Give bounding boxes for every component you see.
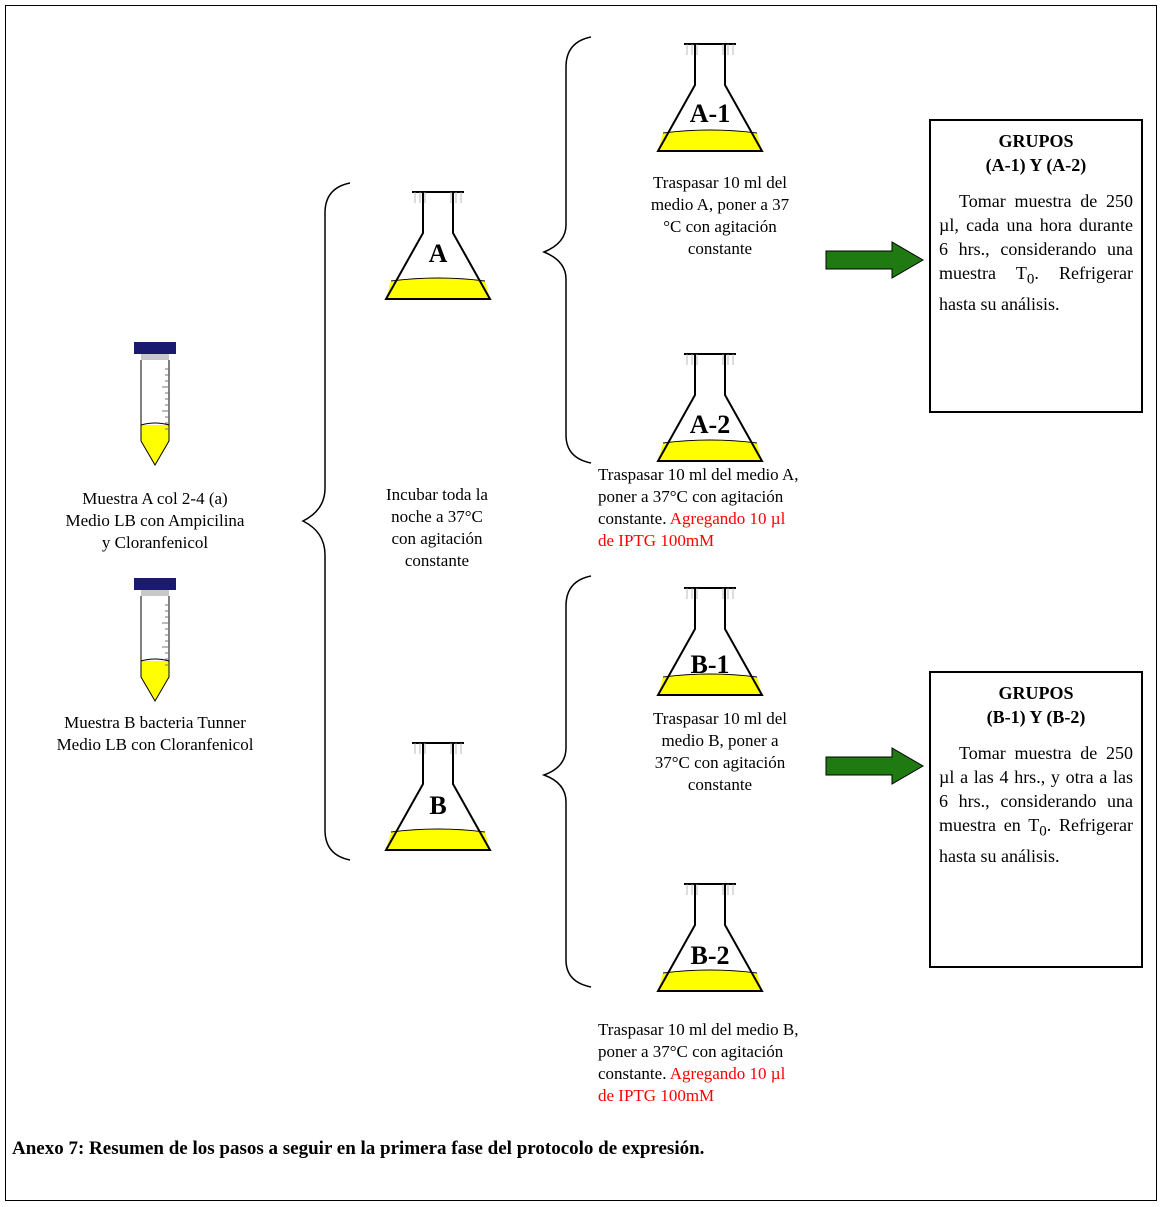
step-b2-iptg: Agregando 10 µl <box>669 1064 786 1083</box>
flask-a1-label: A-1 <box>689 99 731 128</box>
brace-a <box>542 36 592 464</box>
flask-b1-label: B-1 <box>690 650 730 679</box>
flask-a-label: A <box>428 239 448 268</box>
flask-b2-label: B-2 <box>690 941 730 970</box>
arrow-b-icon <box>825 747 924 785</box>
step-b2-text: Traspasar 10 ml del medio B,poner a 37°C… <box>598 1020 799 1105</box>
flask-a2-icon <box>657 353 763 462</box>
flask-b-label: B <box>429 791 447 820</box>
flask-b2-icon <box>657 883 763 992</box>
sample-a-label: Muestra A col 2-4 (a)Medio LB con Ampici… <box>65 489 245 552</box>
figure-caption: Anexo 7: Resumen de los pasos a seguir e… <box>12 1138 705 1159</box>
step-a2-text: Traspasar 10 ml del medio A,poner a 37°C… <box>598 465 799 550</box>
arrow-a-icon <box>825 241 924 279</box>
group-b-body: Tomar muestra de 250 µl a las 4 hrs., y … <box>939 743 1134 866</box>
brace-main <box>301 182 351 861</box>
sample-tube-a-icon <box>133 341 177 466</box>
group-a-body: Tomar muestra de 250 µl, cada una hora d… <box>939 191 1134 314</box>
group-b-box: GRUPOS (B-1) Y (B-2) Tomar muestra de 25… <box>929 671 1143 968</box>
step-a2-iptg: Agregando 10 µl <box>669 509 786 528</box>
flask-a2-label: A-2 <box>689 410 731 439</box>
figure-frame <box>5 5 1157 1201</box>
brace-b <box>541 575 592 988</box>
group-a-box: GRUPOS (A-1) Y (A-2) Tomar muestra de 25… <box>929 119 1143 413</box>
sample-tube-b-icon <box>133 577 177 702</box>
flask-a1-icon <box>657 43 763 152</box>
